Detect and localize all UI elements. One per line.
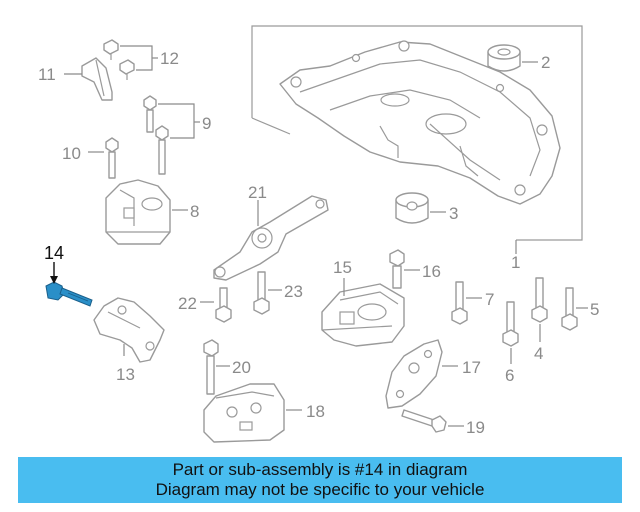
part-17-bracket[interactable] <box>385 339 443 409</box>
part-6-bolt[interactable] <box>502 301 519 347</box>
part-23-bolt[interactable] <box>253 271 270 315</box>
callout-21: 21 <box>248 183 267 202</box>
part-8-engine-mount[interactable] <box>105 179 171 245</box>
part-12-screws[interactable] <box>103 39 135 80</box>
callout-19: 19 <box>466 418 485 437</box>
part-4-bolt[interactable] <box>531 277 548 323</box>
callout-6: 6 <box>505 366 514 385</box>
callout-11: 11 <box>38 65 56 84</box>
callout-7: 7 <box>485 290 494 309</box>
subframe-inset <box>251 25 583 241</box>
callout-8: 8 <box>190 202 199 221</box>
callout-14: 14 <box>44 243 64 263</box>
callout-20: 20 <box>232 358 251 377</box>
callout-3: 3 <box>449 204 458 223</box>
part-1-subframe[interactable] <box>279 40 561 205</box>
part-15-transmission-mount[interactable] <box>321 283 405 347</box>
callout-23: 23 <box>284 282 303 301</box>
callout-12: 12 <box>160 49 179 68</box>
part-3-bushing[interactable] <box>395 192 429 224</box>
callout-1: 1 <box>511 253 520 272</box>
part-16-bolt[interactable] <box>389 249 405 289</box>
part-22-bolt[interactable] <box>215 287 232 323</box>
callout-10: 10 <box>62 144 81 163</box>
part-7-bolt[interactable] <box>451 281 468 325</box>
callout-22: 22 <box>178 294 197 313</box>
part-2-bushing[interactable] <box>487 44 521 72</box>
part-19-bolt[interactable] <box>401 409 447 433</box>
callout-9: 9 <box>202 114 211 133</box>
banner-line-2: Diagram may not be specific to your vehi… <box>155 480 485 499</box>
part-10-bolt[interactable] <box>105 137 119 179</box>
part-13-mount-bracket[interactable] <box>93 297 165 363</box>
part-11-bracket[interactable] <box>81 57 113 101</box>
part-info-banner: Part or sub-assembly is #14 in diagram D… <box>18 457 622 503</box>
callout-16: 16 <box>422 262 441 281</box>
part-21-torque-rod[interactable] <box>213 195 329 281</box>
callout-5: 5 <box>590 300 599 319</box>
part-14-bolt-highlighted[interactable] <box>45 281 93 307</box>
part-18-mount[interactable] <box>203 383 285 443</box>
callout-18: 18 <box>306 402 325 421</box>
banner-line-1: Part or sub-assembly is #14 in diagram <box>172 460 468 479</box>
part-9-bolts[interactable] <box>143 95 169 175</box>
callout-13: 13 <box>116 365 135 384</box>
callout-2: 2 <box>541 53 550 72</box>
parts-diagram: 1 2 3 11 12 9 <box>38 25 599 443</box>
callout-4: 4 <box>534 344 543 363</box>
callout-17: 17 <box>462 358 481 377</box>
part-5-bolt[interactable] <box>561 287 578 331</box>
part-20-bolt[interactable] <box>203 339 219 395</box>
callout-15: 15 <box>333 258 352 277</box>
